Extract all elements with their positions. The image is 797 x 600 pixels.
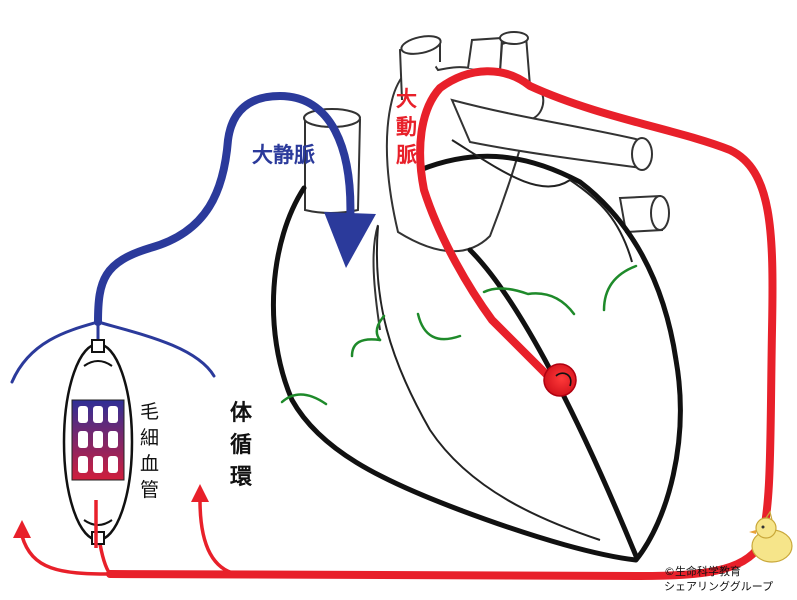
pulmonary-artery-opening: [631, 137, 653, 171]
label-systemic-char-1: 体: [230, 401, 253, 426]
chick-beak: [749, 530, 756, 534]
left-atrium-wall: [451, 139, 633, 263]
vein-branch-left: [10, 320, 100, 384]
valve-aortic-1: [602, 264, 638, 312]
label-vena-cava-char: 脈: [294, 143, 315, 167]
valve-mitral-1: [482, 287, 576, 316]
artery-branch-left: [20, 534, 112, 576]
valve-tricuspid-1: [280, 393, 328, 406]
pulmonary-vein-opening: [650, 195, 670, 231]
label-aorta-char-2: 動: [396, 115, 417, 139]
heart-inner-walls: [375, 139, 633, 541]
capillary-bottom-mark: [83, 519, 113, 526]
right-ventricle-wall: [375, 225, 601, 541]
great-vessels: [303, 31, 670, 331]
cell: [108, 431, 118, 448]
capillary-bottom-cap: [91, 531, 105, 545]
chick-tuft: [765, 510, 773, 521]
label-capillary-char-2: 細: [140, 427, 159, 449]
copyright-line-2: シェアリンググループ: [664, 579, 773, 593]
label-capillary: 毛 細 血 管: [140, 401, 159, 501]
capillary-group: [62, 339, 134, 548]
label-vena-cava-char: 大: [252, 143, 273, 167]
heart-valves: [280, 264, 638, 406]
valve-pulmonary-2: [416, 312, 462, 341]
tissue-cells: [78, 406, 118, 473]
label-vena-cava-char: 静: [273, 143, 294, 167]
label-aorta: 大 動 脈: [396, 87, 417, 167]
label-capillary-char-1: 毛: [140, 401, 159, 423]
aorta-origin: [543, 363, 577, 397]
arrowhead-left: [13, 520, 31, 538]
aorta-origin-ball: [543, 363, 577, 397]
label-capillary-char-3: 血: [140, 453, 159, 475]
capillary-top-mark: [83, 360, 113, 367]
label-systemic-circulation: 体 循 環: [230, 401, 253, 490]
cell: [108, 406, 118, 423]
chick-mascot-icon: [749, 510, 793, 563]
cell: [108, 456, 118, 473]
aorta-origin-highlight: [555, 372, 572, 387]
cell: [78, 431, 88, 448]
vena-cava-arrowhead: [324, 212, 376, 268]
valve-pulmonary-1: [375, 314, 386, 342]
cell: [78, 406, 88, 423]
cell: [93, 406, 103, 423]
subclavian-opening: [499, 31, 529, 45]
cell: [93, 456, 103, 473]
vena-cava-flow-path: [94, 92, 355, 326]
artery-branch-right: [198, 498, 238, 576]
arrowhead-right: [191, 484, 209, 502]
label-systemic-char-3: 環: [230, 465, 253, 490]
cell: [78, 456, 88, 473]
chick-eye: [761, 525, 765, 529]
cell: [93, 431, 103, 448]
label-aorta-char-1: 大: [396, 87, 417, 111]
copyright-line-1: ©生命科学教育: [664, 564, 741, 578]
label-aorta-char-3: 脈: [396, 143, 417, 167]
label-systemic-char-2: 循: [230, 432, 252, 458]
label-capillary-char-4: 管: [140, 479, 159, 501]
aorta-trunk: [372, 224, 381, 331]
vein-branch-right: [96, 320, 216, 378]
capillary-top-cap: [91, 339, 105, 353]
valve-tricuspid-2: [350, 338, 382, 358]
chick-head: [755, 517, 777, 539]
label-vena-cava: 大静脈: [252, 143, 315, 167]
left-carotid-artery: [467, 36, 504, 73]
brachiocephalic-opening: [400, 35, 442, 55]
venous-flow: [10, 92, 355, 384]
